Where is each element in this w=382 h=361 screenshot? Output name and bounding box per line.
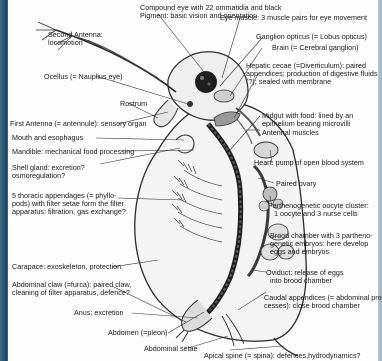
label-claw-2: cleaning of filter apparatus, defence? [12,289,130,297]
label-thoracic-3: apparatus: filtration, gas exchange? [12,208,126,216]
label-first-antenna: First Antenna (= antennule): sensory org… [10,120,146,128]
heart [254,142,278,158]
label-heart: Heart: pump of open blood system [254,159,364,167]
label-ocellus: Ocellus (= Nauplius eye) [44,73,123,81]
label-oocyte-2: 1 oocyte and 3 nurse cells [274,210,358,218]
label-antennal-muscles: Antennal muscles [262,129,319,137]
label-caudal-2: cesses): close brood chamber [264,302,360,310]
label-second-antenna-2: locomotion [48,39,83,47]
label-apical-spine: Apical spine (= spina): defences,hydrody… [204,352,360,360]
label-hepatic-3: (?); sealed with membrane [246,78,331,86]
label-brood-3: eggs and embryos [270,248,329,256]
label-brain: Brain (= Cerebral ganglion) [272,44,359,52]
compound-eye [195,71,217,93]
label-abdominal-setae: Abdominal setae [144,345,198,353]
label-abdomen: Abdomen (=pleon) [108,329,167,337]
label-mouth: Mouth and esophagus [12,134,83,142]
label-oviduct-2: into brood chamber [270,277,332,285]
rostrum [154,100,178,127]
label-shell-gland-2: osmoregulation? [12,172,65,180]
label-mandible: Mandible: mechanical food processing [12,148,134,156]
label-ovary: Paired ovary [276,180,316,188]
label-anus: Anus: excretion [74,309,124,317]
oocyte-cluster [263,187,277,201]
label-ganglion: Ganglion opticus (= Lobus opticus) [256,33,367,41]
brain [214,90,234,102]
label-eye-muscle: Eye muscle: 3 muscle pairs for eye movem… [220,14,367,22]
diagram-panel: Compound eye with 22 ommatidia and black… [8,0,378,361]
label-carapace: Carapace: exoskeleton, protection [12,263,121,271]
label-rostrum: Rostrum [120,100,147,108]
